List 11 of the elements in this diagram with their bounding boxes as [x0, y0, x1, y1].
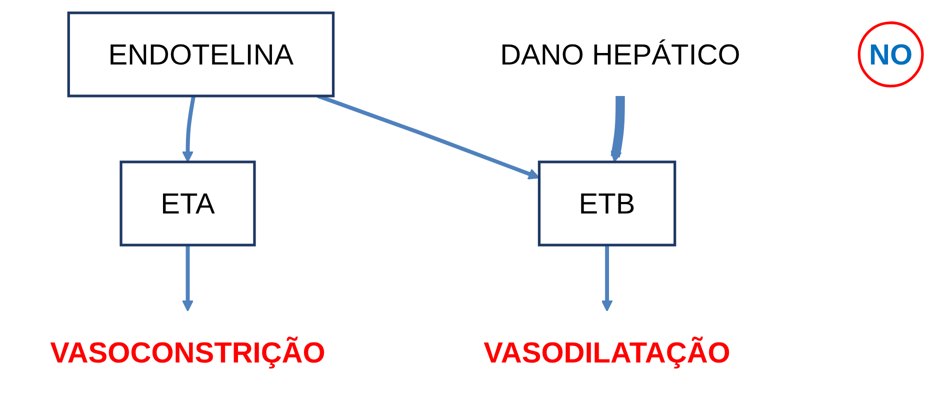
- node-text: DANO HEPÁTICO: [500, 38, 740, 71]
- arrow: [182, 245, 194, 312]
- node-box: ETA: [120, 160, 256, 246]
- arrow: [601, 245, 613, 312]
- arrow: [610, 96, 625, 162]
- arrow: [182, 96, 196, 162]
- node-text: VASODILATAÇÃO: [484, 336, 730, 370]
- node-box: ETB: [538, 160, 676, 246]
- node-text: VASOCONSTRIÇÃO: [50, 336, 326, 370]
- node-circle: NO: [858, 21, 924, 88]
- node-box: ENDOTELINA: [67, 12, 335, 98]
